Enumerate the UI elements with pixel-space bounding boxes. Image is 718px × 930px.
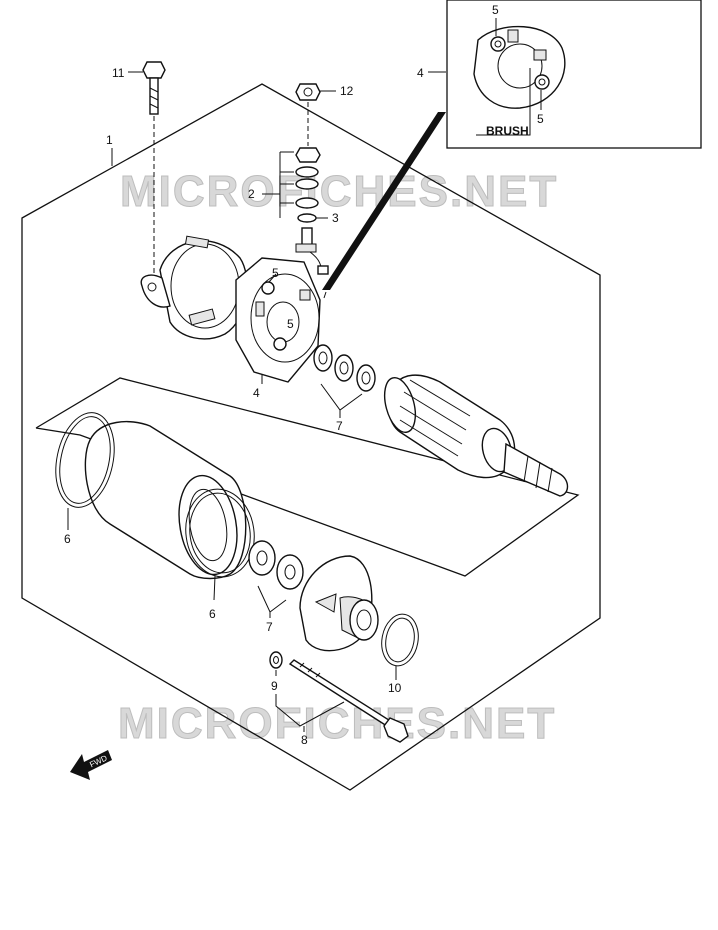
- callout-9: 9: [271, 679, 278, 693]
- callout-4-main: 4: [253, 386, 260, 400]
- part-10-o-ring: [381, 613, 419, 680]
- fwd-label: FWD: [88, 753, 109, 769]
- brush-plate: [235, 257, 321, 384]
- callout-7-upper: 7: [336, 419, 343, 433]
- callout-5-inset-bottom: 5: [537, 112, 544, 126]
- callout-5-main-top: 5: [272, 266, 279, 280]
- callout-5-inset-top: 5: [492, 3, 499, 17]
- brush-label: BRUSH: [486, 124, 529, 138]
- part-7-upper-washers: [313, 344, 376, 418]
- callout-5-main-mid: 5: [287, 317, 294, 331]
- callout-6-mid: 6: [209, 607, 216, 621]
- callout-6-left: 6: [64, 532, 71, 546]
- front-bracket: [299, 555, 379, 652]
- brush-inset-frame: [446, 0, 702, 149]
- part-7-lower-washers: [248, 540, 304, 618]
- inset-pointer: [322, 112, 446, 290]
- callout-2: 2: [248, 187, 255, 201]
- callout-1: 1: [106, 133, 113, 147]
- callout-3: 3: [332, 211, 339, 225]
- terminal-hardware-stack: [262, 83, 336, 275]
- rear-housing: [140, 235, 248, 340]
- forward-arrow-icon: FWD: [70, 750, 112, 780]
- armature: [383, 374, 569, 497]
- watermark-lower: MICROFICHES.NET: [118, 699, 556, 748]
- callout-7-lower: 7: [266, 620, 273, 634]
- armature-group-frame: [35, 377, 580, 577]
- through-bolts: [269, 651, 409, 743]
- callout-4-inset: 4: [417, 66, 424, 80]
- callout-10: 10: [388, 681, 402, 695]
- callout-12: 12: [340, 84, 354, 98]
- yoke-housing: [84, 420, 247, 580]
- part-11-bolt: [128, 61, 166, 290]
- callout-8: 8: [301, 733, 308, 747]
- part-6-o-rings: [55, 412, 255, 601]
- watermark-upper: MICROFICHES.NET: [120, 167, 558, 216]
- brush-holder-inset: [473, 18, 566, 136]
- callout-11: 11: [112, 66, 125, 80]
- assembly-frame: [21, 83, 601, 791]
